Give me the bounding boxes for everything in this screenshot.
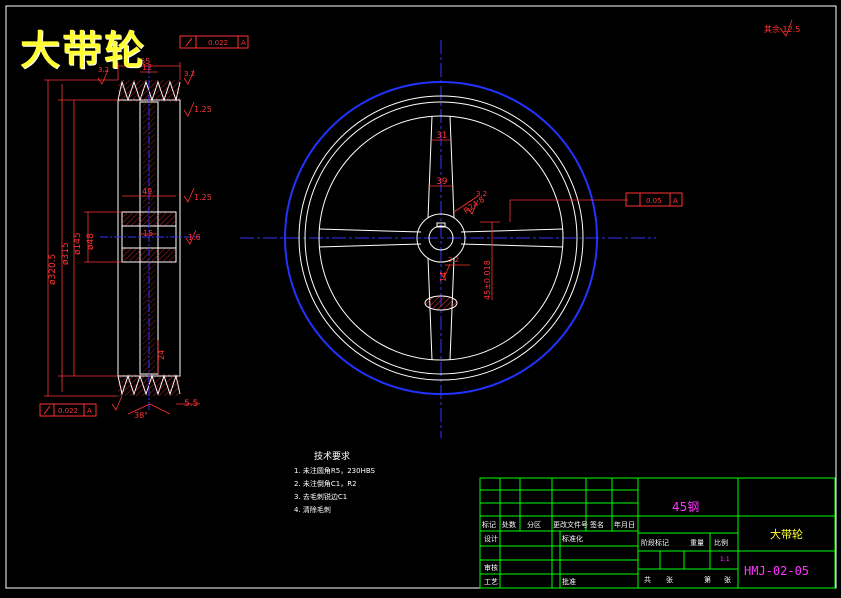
- dim-width-65: 65: [140, 57, 150, 66]
- dim-d320: ø320.5: [48, 254, 58, 285]
- roughness-hub: 1.25: [194, 193, 212, 202]
- tb-review: 审核: [484, 564, 498, 572]
- tol-bottom-value: 0.022: [58, 407, 78, 415]
- tech-item-3: 3. 去毛刺锐边C1: [294, 493, 348, 501]
- tb-process: 工艺: [484, 578, 498, 586]
- sheet-border: [5, 5, 837, 589]
- tb-design: 设计: [484, 535, 498, 543]
- front-view: [240, 19, 793, 438]
- tb-sheets: 张: [666, 576, 673, 584]
- dim-web-15: 15: [143, 229, 153, 238]
- tb-weight: 重量: [690, 539, 704, 547]
- tol-top-datum: A: [241, 39, 246, 47]
- drawing-title: 大带轮: [20, 27, 146, 74]
- scale-value: 1:1: [720, 556, 730, 563]
- tb-change-doc: 更改文件号: [553, 521, 588, 529]
- roughness-top-left: 3.2: [98, 66, 109, 74]
- roughness-front-2: 3.2: [448, 256, 459, 264]
- tb-zone: 分区: [527, 521, 541, 529]
- dim-spoke-31: 31: [436, 131, 447, 141]
- tol-top-value: 0.022: [208, 39, 228, 47]
- title-block-grid: [479, 477, 836, 589]
- tb-standardize: 标准化: [562, 535, 583, 543]
- side-section-view: [39, 35, 249, 417]
- tol-bottom-datum: A: [87, 407, 92, 415]
- tb-date: 年月日: [614, 521, 635, 529]
- dim-d48: ø48: [86, 233, 96, 250]
- tb-total: 共: [644, 576, 651, 584]
- tb-mark: 标记: [482, 521, 496, 529]
- roughness-front-1: 3.2: [476, 190, 487, 198]
- dim-web-12: 12: [142, 63, 152, 72]
- tech-item-1: 1. 未注圆角R5，230HBS: [294, 467, 375, 475]
- dim-spoke-39: 39: [436, 177, 448, 187]
- groove-angle: 38°: [134, 411, 148, 420]
- tol-front-value: 0.05: [646, 197, 662, 205]
- dim-hub-49: 49: [142, 187, 152, 196]
- tb-sign: 签名: [590, 521, 604, 529]
- dim-d145: ø145: [73, 232, 83, 255]
- roughness-bore: 1.6: [188, 233, 201, 242]
- tech-requirements-title: 技术要求: [314, 452, 351, 462]
- part-name: 大带轮: [770, 528, 803, 541]
- tb-scale-label: 比例: [714, 539, 728, 547]
- drawing-code: HMJ-02-05: [744, 564, 810, 578]
- roughness-groove: 1.25: [194, 105, 212, 114]
- tb-approve: 批准: [562, 578, 576, 586]
- dim-d315: ø315: [61, 242, 71, 265]
- dim-5-5: 5.5: [184, 399, 198, 409]
- tech-item-4: 4. 清除毛刺: [294, 506, 331, 514]
- tb-sheet-unit: 张: [724, 576, 731, 584]
- general-roughness-note: 其余 12.5: [764, 25, 801, 34]
- tb-count: 处数: [502, 521, 516, 529]
- dim-key-14: 14: [439, 272, 448, 282]
- tb-stage-mark: 阶段标记: [641, 539, 669, 547]
- material-label: 45钢: [672, 500, 700, 514]
- tb-sheet-no: 第: [704, 576, 711, 584]
- dim-45-tol: 45±0.018: [483, 260, 492, 300]
- tech-item-2: 2. 未注倒角C1，R2: [294, 480, 357, 488]
- dim-web-24: 24: [157, 350, 166, 360]
- roughness-top-right: 3.2: [184, 70, 195, 78]
- tol-front-datum: A: [673, 197, 678, 205]
